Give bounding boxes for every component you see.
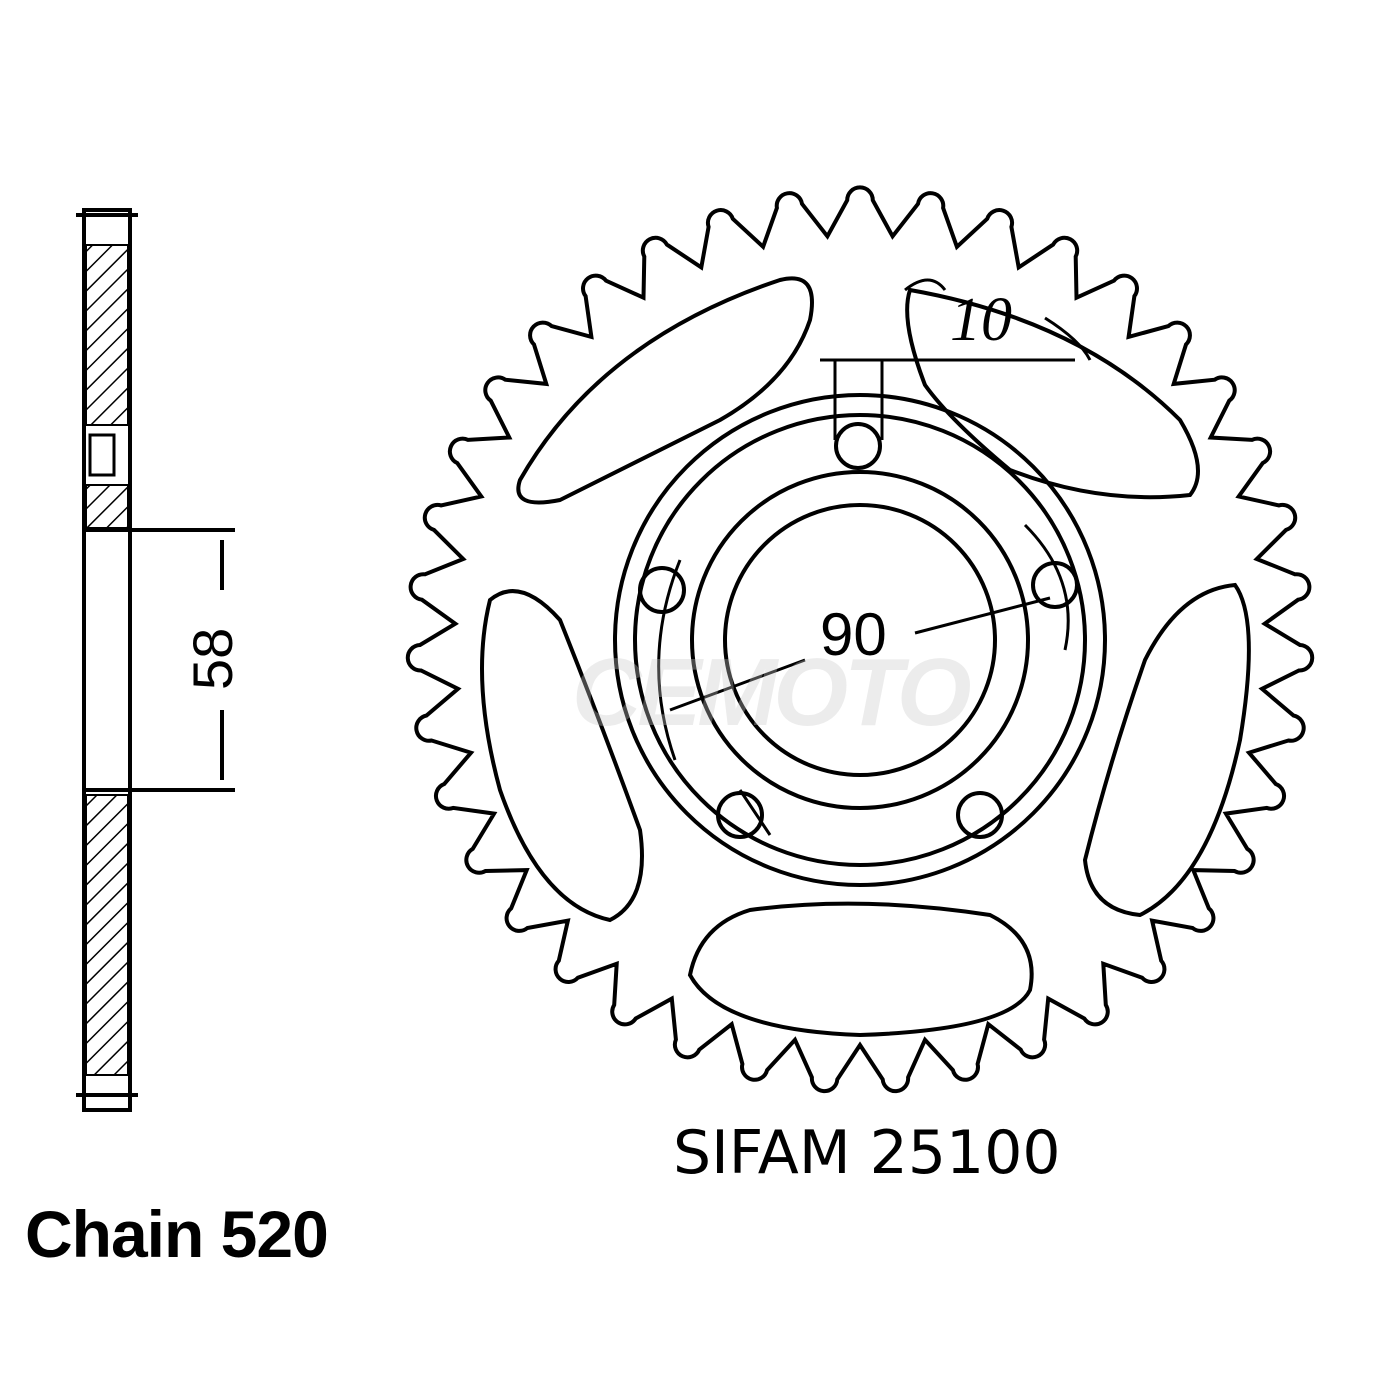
outer-ring (613, 393, 1107, 887)
part-number-label: SIFAM 25100 (673, 1118, 1061, 1188)
lightening-windows (480, 276, 1251, 1038)
sprocket-teeth-outline (405, 185, 1315, 1094)
watermark: CEMOTO (572, 639, 972, 746)
center-bore (723, 503, 997, 777)
side-view (76, 208, 235, 1112)
middle-ring (633, 413, 1087, 867)
dimension-lines (657, 278, 1092, 836)
hub-dimension-label: 58 (181, 627, 244, 690)
inner-ring (690, 470, 1030, 810)
bolt-holes (638, 422, 1079, 839)
bolt-circle-dimension-label: 90 (820, 601, 887, 668)
bolt-hole-dimension-label: 10 (950, 286, 1012, 354)
chain-size-label: Chain 520 (25, 1197, 329, 1271)
